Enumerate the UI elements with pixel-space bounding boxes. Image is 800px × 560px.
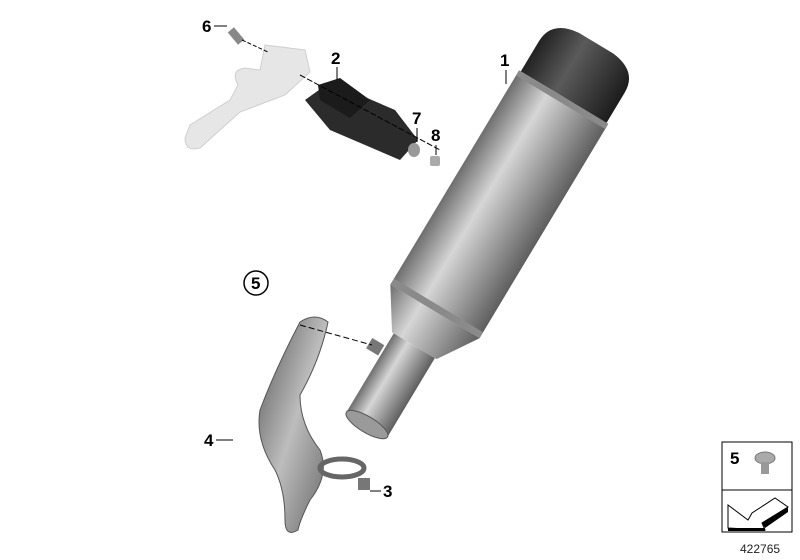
muffler-taper [390,284,480,360]
pipe-end [345,409,389,440]
muffler-body [390,70,609,339]
part-label-4: 4 [204,431,214,450]
rubber-mount [305,78,418,160]
part-label-3: 3 [383,482,392,501]
part-label-8: 8 [431,126,440,145]
part-label-6: 6 [202,17,211,36]
bolt [227,27,245,45]
bracket [184,44,311,150]
reference-number: 422765 [740,542,780,556]
clamp [317,456,367,480]
part-label-7: 7 [412,109,421,128]
legend-number: 5 [730,449,739,468]
heat-shield [258,316,329,533]
screw-icon [754,451,776,474]
part-label-1: 1 [500,51,509,70]
muffler [345,28,630,440]
washer [408,143,420,157]
legend-box: 5 [721,441,793,533]
nut [430,156,440,166]
muffler-end-cap [520,28,630,123]
part-label-5: 5 [251,274,260,293]
part-label-2: 2 [331,49,340,68]
part-label-5-circle [243,270,269,296]
muffler-pipe [346,333,435,437]
